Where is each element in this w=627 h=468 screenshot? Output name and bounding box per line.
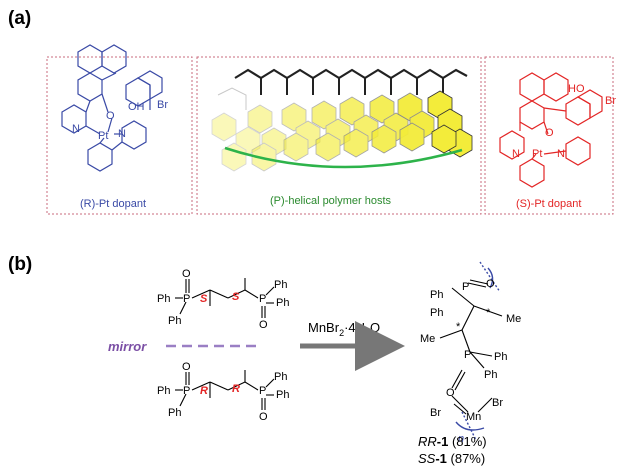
right-o-atom: O xyxy=(545,127,554,139)
prod-mn: Mn xyxy=(466,411,481,423)
right-br-label: Br xyxy=(605,95,616,107)
rr-ph-2: Ph xyxy=(168,407,181,419)
ss-ph-3: Ph xyxy=(274,279,287,291)
prod-o-top: O xyxy=(486,278,495,290)
prod-o-bottom: O xyxy=(446,387,455,399)
prod-p-top: P xyxy=(462,281,469,293)
left-pt-atom: Pt xyxy=(98,130,108,142)
ss-ligand-structure xyxy=(175,278,275,318)
rr-ph-3: Ph xyxy=(274,371,287,383)
mirror-label: mirror xyxy=(108,339,147,354)
rr-ph-4: Ph xyxy=(276,389,289,401)
rr-ligand-structure xyxy=(175,370,275,410)
bottom-chain-link xyxy=(461,411,477,441)
prod-ph-2: Ph xyxy=(430,307,443,319)
ss-ph-4: Ph xyxy=(276,297,289,309)
mn-polymer-structure xyxy=(439,279,503,415)
left-dopant-caption: (R)-Pt dopant xyxy=(80,198,146,210)
prod-ph-1: Ph xyxy=(430,289,443,301)
prod-star-2: * xyxy=(456,321,461,333)
rr-p-left: P xyxy=(183,385,190,397)
ss-o-bottom: O xyxy=(259,319,268,331)
right-n-atom-1: N xyxy=(512,148,520,160)
yield-rr: RR-1 (81%) xyxy=(418,434,487,449)
ss-stereo-s-1: S xyxy=(200,293,208,305)
panel-b-label: (b) xyxy=(8,254,32,275)
ss-ph-1: Ph xyxy=(157,293,170,305)
right-pt-atom: Pt xyxy=(532,148,542,160)
left-oh-label: OH xyxy=(128,101,145,113)
right-dopant-box xyxy=(484,56,614,215)
rr-stereo-r-1: R xyxy=(200,385,208,397)
helical-polymer-drawing xyxy=(211,68,473,172)
bottom-bracket xyxy=(455,421,485,431)
prod-br-2: Br xyxy=(492,397,503,409)
panel-a-label: (a) xyxy=(8,8,31,29)
rr-ph-1: Ph xyxy=(157,385,170,397)
left-dopant-box xyxy=(46,56,193,215)
right-dopant-caption: (S)-Pt dopant xyxy=(516,198,581,210)
yield-ss: SS-1 (87%) xyxy=(418,451,485,466)
r-pt-dopant-structure xyxy=(61,44,163,172)
right-ho-label: HO xyxy=(568,83,585,95)
prod-star-1: * xyxy=(486,307,491,319)
prod-me-1: Me xyxy=(506,313,521,325)
prod-p-bottom: P xyxy=(464,349,471,361)
top-bracket xyxy=(487,267,494,289)
ss-ph-2: Ph xyxy=(168,315,181,327)
prod-me-2: Me xyxy=(420,333,435,345)
polymer-caption: (P)-helical polymer hosts xyxy=(270,195,392,207)
s-pt-dopant-structure xyxy=(499,72,603,188)
left-n-atom-2: N xyxy=(118,128,126,140)
left-o-atom: O xyxy=(106,110,115,122)
ss-o-top: O xyxy=(182,268,191,280)
repeat-n-label: n xyxy=(458,433,464,445)
polymer-box xyxy=(196,56,482,215)
left-n-atom-1: N xyxy=(72,123,80,135)
ss-stereo-s-2: S xyxy=(232,291,240,303)
ss-p-right: P xyxy=(259,293,266,305)
rr-o-bottom: O xyxy=(259,411,268,423)
ss-p-left: P xyxy=(183,293,190,305)
reagent-label: MnBr2·4H2O xyxy=(308,320,380,338)
prod-ph-3: Ph xyxy=(494,351,507,363)
rr-p-right: P xyxy=(259,385,266,397)
prod-ph-4: Ph xyxy=(484,369,497,381)
prod-br-1: Br xyxy=(430,407,441,419)
rr-o-top: O xyxy=(182,361,191,373)
right-n-atom-2: N xyxy=(557,148,565,160)
rr-stereo-r-2: R xyxy=(232,383,240,395)
left-br-label: Br xyxy=(157,99,168,111)
